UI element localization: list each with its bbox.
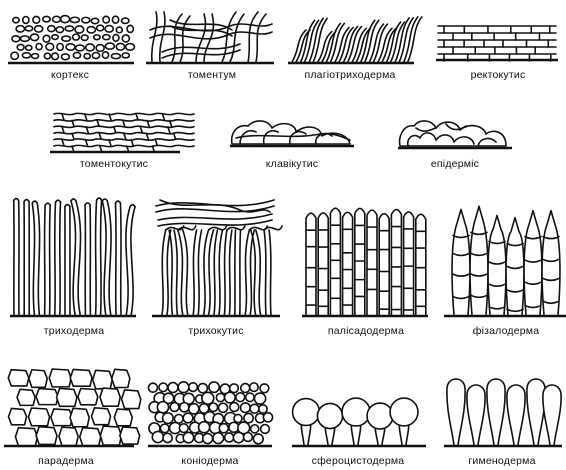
label-hymenoderm: гименодерма [468, 455, 535, 467]
cortex-drawing [8, 14, 134, 63]
label-paraderm: парадерма [38, 455, 94, 467]
label-plagiotrichoderm: плагіотрихoдерма [304, 69, 395, 81]
tomentum-drawing [146, 12, 274, 63]
palisadoderm-drawing [302, 208, 428, 316]
hymenoderm-drawing [444, 379, 562, 446]
rectocutis-drawing [436, 26, 558, 61]
label-trichocutis: трихокутис [188, 325, 243, 337]
label-cortex: кортекс [51, 69, 89, 81]
label-physaloderm: фізалодерма [473, 325, 540, 337]
conioderm-drawing [148, 382, 273, 446]
tomentocutis-drawing [50, 113, 194, 152]
label-trichoderm: трихoдерма [44, 325, 104, 337]
label-tomentocutis: томентокутис [80, 158, 148, 170]
trichocutis-drawing [152, 200, 282, 316]
label-clavicutis: клавікутис [266, 158, 318, 170]
trichoderm-drawing [10, 198, 136, 316]
label-epidermis: епідерміс [431, 158, 479, 170]
plagiotrichoderm-drawing [288, 17, 422, 63]
label-palisadoderm: палісадодерма [328, 325, 404, 337]
label-tomentum: томентум [188, 69, 236, 81]
clavicutis-drawing [230, 121, 354, 146]
sphaerocystoderm-drawing [292, 398, 426, 446]
epidermis-drawing [398, 121, 512, 148]
physaloderm-drawing [444, 206, 566, 316]
label-sphaerocystoderm: сфероцистодерма [312, 455, 405, 467]
paraderm-drawing [4, 369, 141, 446]
label-rectocutis: ректокутис [471, 69, 526, 81]
label-conioderm: коніодерма [181, 455, 238, 467]
